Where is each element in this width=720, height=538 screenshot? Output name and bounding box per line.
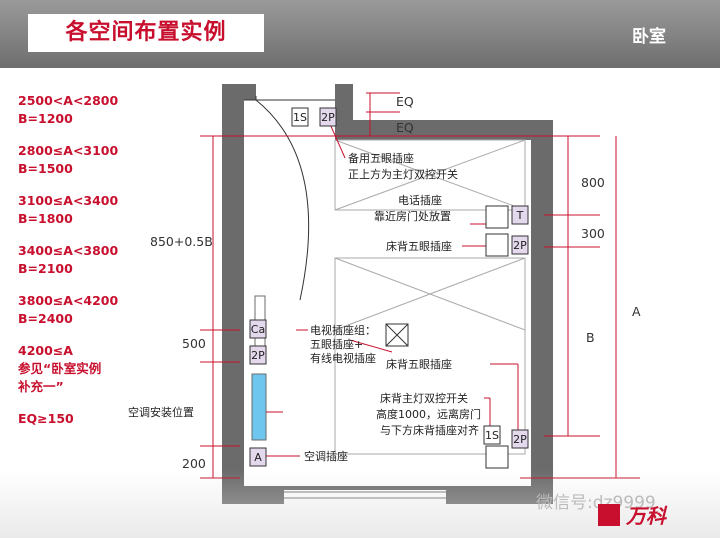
- annotation-spare-line1: 备用五眼插座: [348, 151, 414, 165]
- page-title: 各空间布置实例: [65, 20, 227, 45]
- walls: [222, 84, 553, 504]
- dim-800-label: 800: [581, 175, 605, 190]
- socket-1s-label: 1S: [293, 111, 307, 124]
- annotation-phone-line2: 靠近房门处放置: [374, 209, 451, 223]
- dim-b-label: B: [586, 330, 595, 345]
- rule-item: 4200≤A 参见“卧室实例 补充一”: [18, 343, 102, 394]
- annotation-phone-line1: 电话插座: [398, 193, 442, 207]
- watermark-text: 微信号:dz9999: [536, 493, 656, 513]
- annotation-switch-line3: 与下方床背插座对齐: [380, 423, 479, 437]
- dim-500-label: 500: [182, 336, 206, 351]
- socket-2p-label: 2P: [321, 111, 335, 124]
- header-bar: 各空间布置实例 卧室: [0, 0, 720, 68]
- socket-bed-top: 2P: [485, 233, 529, 257]
- dim-200-label: 200: [182, 456, 206, 471]
- socket-ac: A: [249, 447, 267, 467]
- annotation-tv-line1: 电视插座组：: [310, 323, 376, 337]
- socket-tv-2p-label: 2P: [251, 349, 265, 362]
- tv-outlet-marker: [385, 323, 409, 347]
- leader-lines: [266, 123, 519, 457]
- dim-300-label: 300: [581, 226, 605, 241]
- socket-bottom: 1S 2P: [483, 425, 529, 469]
- socket-tel: T: [485, 205, 529, 229]
- ac-unit: [251, 373, 267, 441]
- annotation-bedback-top: 床背五眼插座: [386, 239, 452, 253]
- annotation-spare: 备用五眼插座 正上方为主灯双控开关: [348, 151, 458, 181]
- rule-item: EQ≥150: [18, 411, 74, 426]
- annotation-tv-line3: 有线电视插座: [310, 351, 376, 365]
- socket-bottom-1s-label: 1S: [485, 429, 499, 442]
- socket-ac-label: A: [254, 451, 262, 464]
- socket-ca-label: Ca: [251, 323, 265, 336]
- socket-tv-2p: 2P: [249, 345, 267, 365]
- socket-t-label: T: [516, 209, 524, 222]
- rule-item: 2500<A<2800 B=1200: [18, 93, 119, 126]
- dim-a-label: A: [632, 304, 641, 319]
- rule-item: 3400≤A<3800 B=2100: [18, 243, 119, 276]
- socket-bed-top-label: 2P: [513, 239, 527, 252]
- eq-bottom-label: EQ: [396, 120, 414, 135]
- annotation-ac-socket: 空调插座: [304, 449, 348, 463]
- socket-2p: 2P: [319, 107, 337, 127]
- annotation-tv-line2: 五眼插座+: [310, 337, 363, 351]
- annotation-switch-line2: 高度1000，远离房门: [376, 407, 481, 421]
- annotation-spare-line2: 正上方为主灯双控开关: [348, 167, 458, 181]
- socket-tv-ca: Ca: [249, 319, 267, 339]
- rule-item: 2800≤A<3100 B=1500: [18, 143, 119, 176]
- rule-item: 3800≤A<4200 B=2400: [18, 293, 119, 326]
- annotation-phone: 电话插座 靠近房门处放置: [374, 193, 451, 223]
- door: [244, 96, 335, 301]
- socket-1s: 1S: [291, 107, 309, 127]
- annotation-tv-group: 电视插座组： 五眼插座+ 有线电视插座: [310, 323, 376, 365]
- annotation-switch: 床背主灯双控开关 高度1000，远离房门 与下方床背插座对齐: [376, 391, 481, 437]
- rule-item: 3100≤A<3400 B=1800: [18, 193, 119, 226]
- title-box: 各空间布置实例: [28, 14, 264, 52]
- eq-top-label: EQ: [396, 94, 414, 109]
- annotation-bedback-mid: 床背五眼插座: [386, 357, 452, 371]
- annotation-switch-line1: 床背主灯双控开关: [380, 391, 468, 405]
- socket-bottom-2p-label: 2P: [513, 433, 527, 446]
- dim-850-label: 850+0.5B: [150, 234, 213, 249]
- bed-outline: [334, 139, 526, 455]
- rules-list: 2500<A<2800 B=1200 2800≤A<3100 B=1500 31…: [18, 92, 158, 442]
- brand-logo: 万科: [626, 504, 666, 528]
- room-label: 卧室: [632, 27, 666, 47]
- logo-icon: [598, 504, 620, 526]
- dimension-lines: [200, 92, 640, 479]
- annotation-ac-install: 空调安装位置: [128, 405, 194, 419]
